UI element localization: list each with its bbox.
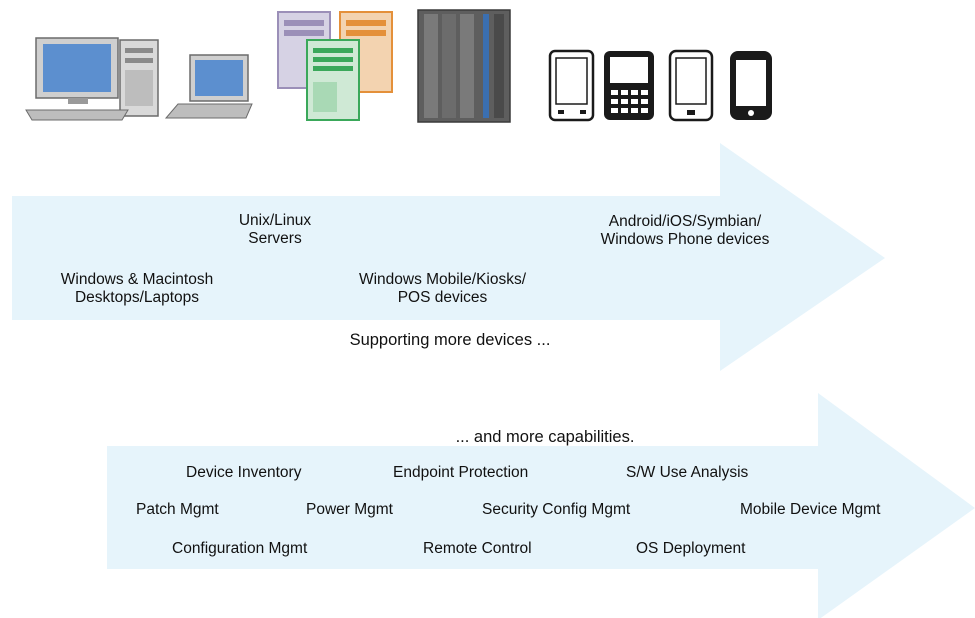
label-windows-mobile-kiosks: Windows Mobile/Kiosks/ POS devices — [320, 271, 565, 307]
label-text: Windows Mobile/Kiosks/ POS devices — [358, 271, 527, 306]
label-text: Unix/Linux Servers — [238, 212, 312, 247]
capability-mobile-device-mgmt: Mobile Device Mgmt — [740, 501, 881, 518]
label-text: Android/iOS/Symbian/ Windows Phone devic… — [600, 213, 770, 248]
capability-endpoint-protection: Endpoint Protection — [393, 464, 529, 481]
mainframe-icon — [417, 9, 511, 123]
desktop-computer-icon — [25, 37, 159, 121]
label-mobile-phone-devices: Android/iOS/Symbian/ Windows Phone devic… — [555, 213, 815, 249]
smartphone-icon — [668, 49, 714, 122]
capability-patch-mgmt: Patch Mgmt — [136, 501, 219, 518]
mobile-phone-icon — [548, 49, 595, 122]
capability-os-deployment: OS Deployment — [636, 540, 746, 557]
capability-configuration-mgmt: Configuration Mgmt — [172, 540, 308, 557]
capability-power-mgmt: Power Mgmt — [306, 501, 393, 518]
capability-device-inventory: Device Inventory — [186, 464, 302, 481]
capabilities-heading: ... and more capabilities. — [455, 428, 635, 446]
devices-arrow — [12, 143, 885, 371]
label-text: Windows & Macintosh Desktops/Laptops — [60, 271, 214, 306]
devices-caption: Supporting more devices ... — [349, 331, 551, 349]
iphone-icon — [730, 51, 772, 120]
label-desktops-laptops: Windows & Macintosh Desktops/Laptops — [22, 271, 252, 307]
blackberry-phone-icon — [604, 51, 654, 120]
capability-remote-control: Remote Control — [423, 540, 532, 557]
laptop-icon — [164, 54, 253, 119]
capability-sw-use-analysis: S/W Use Analysis — [626, 464, 749, 481]
label-unix-linux-servers: Unix/Linux Servers — [205, 212, 345, 248]
device-icons-row — [25, 9, 772, 123]
server-stack-icon — [277, 11, 393, 121]
capability-security-config-mgmt: Security Config Mgmt — [482, 501, 631, 518]
capabilities-arrow — [107, 393, 975, 618]
